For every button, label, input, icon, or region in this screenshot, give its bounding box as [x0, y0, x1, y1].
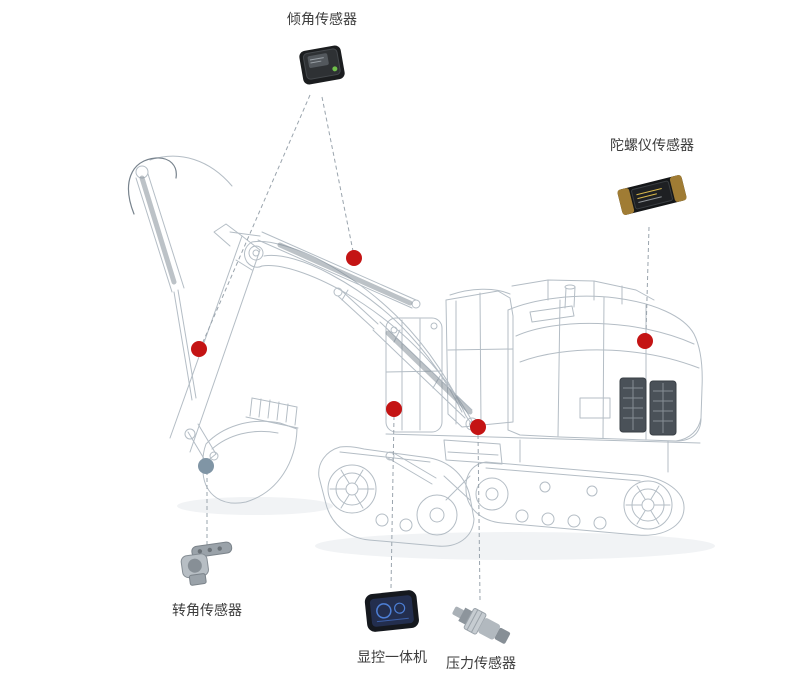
callout-tilt-sensor: 倾角传感器	[260, 10, 384, 90]
connector-display	[390, 415, 395, 589]
display-unit-image	[360, 586, 424, 638]
rotation-sensor-icon	[180, 541, 233, 586]
pressure-sensor-icon	[452, 606, 511, 644]
callout-display-unit: 显控一体机	[330, 586, 454, 666]
rotation-sensor-image	[176, 541, 238, 591]
tilt-sensor-icon	[299, 45, 345, 85]
engine-grilles	[619, 377, 677, 436]
connector-gyro	[645, 226, 650, 335]
tilt-sensor-image	[295, 40, 349, 90]
callout-rotation-sensor: 转角传感器	[145, 541, 269, 619]
marker-pressure-sensor	[470, 419, 486, 435]
display-unit-icon	[364, 590, 419, 632]
marker-display-unit	[386, 401, 402, 417]
upper-body	[385, 279, 703, 473]
display-unit-label: 显控一体机	[357, 649, 427, 665]
marker-rotation-sensor	[198, 458, 214, 474]
tilt-sensor-label: 倾角传感器	[287, 11, 357, 27]
marker-gyro-sensor	[637, 333, 653, 349]
callout-gyro-sensor: 陀螺仪传感器	[590, 136, 714, 224]
pressure-sensor-image	[446, 596, 516, 654]
connector-pressure	[477, 433, 481, 601]
hydraulic-cylinders	[127, 157, 473, 415]
marker-arm-tilt-sensor	[191, 341, 207, 357]
connector-tilt-boom	[321, 96, 354, 252]
marker-boom-tilt-sensor	[346, 250, 362, 266]
ground-shadow	[177, 497, 715, 560]
connector-tilt-arm	[202, 94, 311, 343]
gyro-sensor-icon	[617, 175, 687, 215]
undercarriage	[318, 446, 685, 547]
rotation-sensor-label: 转角传感器	[172, 602, 242, 618]
callout-pressure-sensor: 压力传感器	[419, 596, 543, 672]
gyro-sensor-label: 陀螺仪传感器	[610, 137, 694, 153]
pressure-sensor-label: 压力传感器	[446, 655, 516, 671]
gyro-sensor-image	[611, 166, 693, 224]
